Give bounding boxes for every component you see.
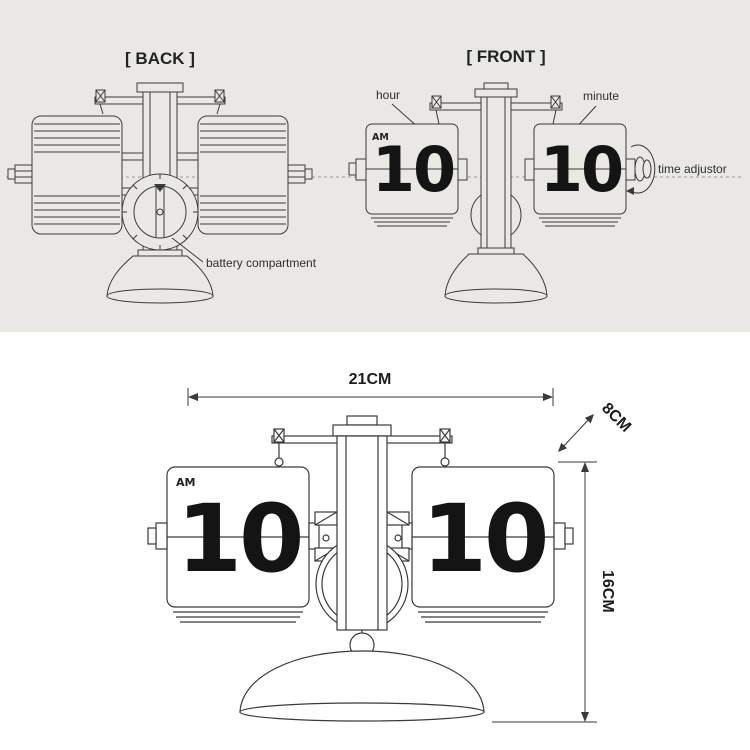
am-indicator: AM bbox=[372, 132, 389, 143]
card-stack-lines bbox=[173, 611, 303, 623]
time-adjustor-label: time adjustor bbox=[658, 162, 727, 176]
back-view-drawing: battery compartment bbox=[7, 82, 317, 304]
hour-label: hour bbox=[376, 88, 400, 102]
hour-flip-value: 10 bbox=[177, 485, 302, 594]
dimension-view-panel: AM 10 10 bbox=[0, 332, 750, 750]
left-stack-louvers bbox=[34, 123, 120, 225]
battery-compartment-drawing bbox=[121, 173, 199, 251]
minute-flip-value: 10 bbox=[540, 133, 622, 206]
rotation-arrow bbox=[630, 144, 656, 194]
battery-leader-line bbox=[171, 237, 204, 263]
front-view-title: [ FRONT ] bbox=[466, 47, 545, 66]
width-dimension: 21CM bbox=[187, 371, 554, 406]
minute-flip-value: 10 bbox=[422, 485, 547, 594]
front-view-drawing: hour minute AM 10 bbox=[348, 82, 727, 304]
left-axle bbox=[14, 164, 33, 184]
width-dimension-label: 21CM bbox=[349, 371, 392, 388]
card-stack-lines bbox=[539, 217, 621, 227]
dome-base bbox=[239, 650, 485, 713]
minute-label: minute bbox=[583, 89, 619, 103]
hour-flip-value: 10 bbox=[372, 133, 454, 206]
dimension-clock-drawing: AM 10 10 bbox=[147, 415, 574, 722]
hour-flip-card: AM 10 bbox=[348, 123, 468, 227]
hour-flip-card: AM 10 bbox=[147, 466, 320, 623]
minute-flip-card: 10 bbox=[401, 466, 574, 623]
right-axle bbox=[287, 164, 306, 184]
right-stack-louvers bbox=[200, 123, 286, 225]
battery-compartment-label: battery compartment bbox=[206, 256, 317, 270]
height-dimension-label: 16CM bbox=[599, 570, 616, 613]
height-dimension: 16CM bbox=[492, 461, 616, 723]
top-views-panel: [ BACK ] [ FRONT ] bbox=[0, 0, 750, 332]
minute-flip-card: 10 bbox=[524, 123, 636, 227]
am-indicator: AM bbox=[176, 476, 195, 489]
back-view-title: [ BACK ] bbox=[125, 49, 195, 68]
card-stack-lines bbox=[371, 217, 453, 227]
battery-marker-triangle bbox=[154, 184, 166, 192]
card-stack-lines bbox=[418, 611, 548, 623]
time-adjustor-knob bbox=[626, 144, 656, 195]
